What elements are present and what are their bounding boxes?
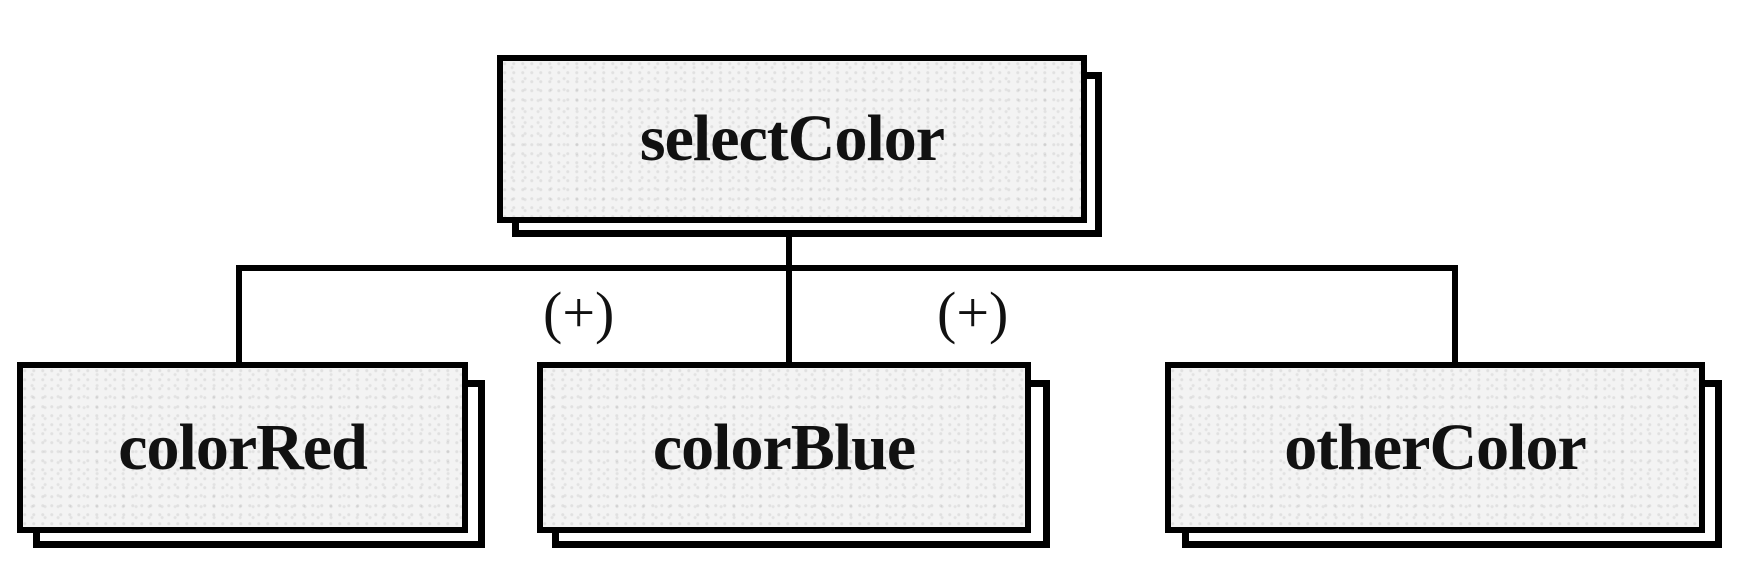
marker-colorblue: (+) <box>543 280 615 345</box>
connector-colorred-line <box>236 265 242 365</box>
root-stem-line <box>786 224 792 270</box>
horizontal-bus-line <box>236 265 1458 271</box>
connector-colorblue-line <box>786 265 792 365</box>
connector-othercolor-line <box>1452 265 1458 365</box>
child-node-othercolor: otherColor <box>1165 362 1705 533</box>
child-node-colorred: colorRed <box>17 362 468 533</box>
child-node-colorblue: colorBlue <box>537 362 1031 533</box>
child-node-label: colorRed <box>118 410 368 484</box>
root-node: selectColor <box>497 55 1087 223</box>
child-node-label: otherColor <box>1284 410 1587 484</box>
marker-othercolor: (+) <box>937 280 1009 345</box>
child-node-label: colorBlue <box>652 410 916 484</box>
root-node-label: selectColor <box>639 102 945 175</box>
